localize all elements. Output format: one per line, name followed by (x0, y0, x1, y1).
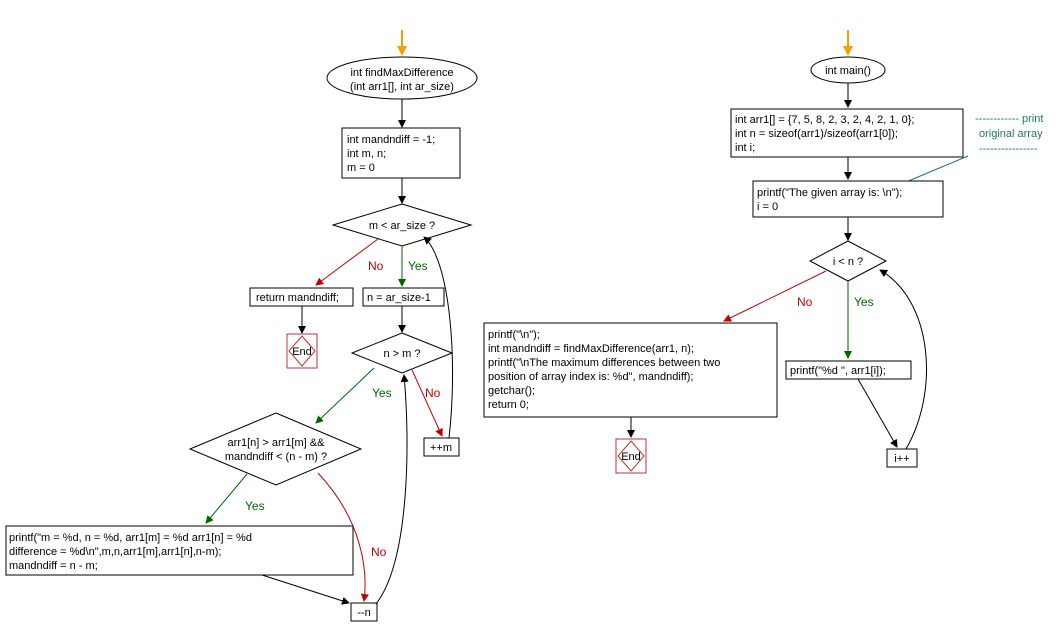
end-node-1: End (286, 333, 318, 369)
final-line1: printf("\n"); (488, 329, 540, 341)
dec-n-text: --n (357, 607, 370, 619)
final-line3: printf("\nThe maximum differences betwee… (488, 357, 720, 369)
left-init-line3: m = 0 (347, 162, 375, 174)
loop-back-i (879, 269, 928, 450)
yes-label-3: Yes (245, 499, 265, 513)
main-final-box: printf("\n"); int mandndiff = findMaxDif… (483, 322, 778, 418)
inc-m-box: ++m (423, 437, 460, 457)
left-init-line2: int m, n; (347, 148, 386, 160)
main-start-node: int main() (810, 56, 886, 84)
note-line2: original array (979, 128, 1043, 140)
main-init-line2: int n = sizeof(arr1)/sizeof(arr1[0]); (735, 128, 898, 140)
return-text: return mandndiff; (256, 292, 339, 304)
printf-line2: difference = %d\n",m,n,arr1[m],arr1[n],n… (9, 546, 221, 558)
print-intro-line1: printf("The given array is: \n"); (757, 187, 902, 199)
end-node-2: End (615, 438, 647, 474)
printf-line1: printf("m = %d, n = %d, arr1[m] = %d arr… (9, 532, 252, 544)
no-label-main: No (797, 295, 813, 309)
printf-line3: mandndiff = n - m; (9, 560, 98, 572)
main-start-text: int main() (825, 65, 871, 77)
note-line3: ---------------- (979, 143, 1038, 155)
func-start-node: int findMaxDifference (int arr1[], int a… (326, 56, 478, 100)
inc-i-box: i++ (886, 448, 918, 468)
connector (857, 378, 898, 448)
no-branch-3 (317, 472, 369, 602)
inc-i-text: i++ (894, 453, 909, 465)
cond-i-diamond: i < n ? (808, 240, 888, 282)
no-branch-2 (411, 369, 443, 437)
no-label-2: No (425, 386, 441, 400)
no-label-3: No (371, 545, 387, 559)
inc-m-text: ++m (430, 442, 452, 454)
n-assign-text: n = ar_size-1 (367, 292, 431, 304)
printf-to-dec (261, 574, 350, 605)
cond-diff-diamond: arr1[n] > arr1[m] && mandndiff < (n - m)… (188, 412, 363, 486)
print-elem-text: printf("%d ", arr1[i]); (790, 365, 886, 377)
end-text-2: End (621, 451, 641, 463)
return-box: return mandndiff; (249, 287, 354, 307)
yes-label-2: Yes (372, 386, 392, 400)
final-line6: return 0; (488, 399, 529, 411)
print-array-note: ------------ print original array ------… (905, 113, 1043, 183)
right-flowchart: int main() int arr1[] = {7, 5, 8, 2, 3, … (483, 30, 1043, 474)
print-intro-line2: i = 0 (757, 201, 778, 213)
final-line2: int mandndiff = findMaxDifference(arr1, … (488, 343, 694, 355)
yes-label-1: Yes (408, 259, 428, 273)
note-line1: ------------ print (975, 113, 1043, 125)
cond-i-text: i < n ? (833, 256, 863, 268)
cond-m-diamond: m < ar_size ? (331, 203, 473, 247)
no-branch-main (723, 270, 827, 322)
cond-diff-line2: mandndiff < (n - m) ? (225, 451, 327, 463)
loop-back-n (375, 374, 409, 605)
func-start-line1: int findMaxDifference (350, 67, 453, 79)
cond-n-text: n > m ? (384, 348, 421, 360)
cond-n-diamond: n > m ? (350, 332, 454, 374)
left-init-box: int mandndiff = -1; int m, n; m = 0 (341, 127, 461, 179)
main-init-line3: int i; (735, 142, 755, 154)
print-intro-box: printf("The given array is: \n"); i = 0 (752, 180, 944, 218)
yes-branch-3 (205, 473, 248, 524)
main-init-line1: int arr1[] = {7, 5, 8, 2, 3, 2, 4, 2, 1,… (735, 114, 914, 126)
note-leader (905, 155, 969, 183)
func-start-line2: (int arr1[], int ar_size) (350, 81, 454, 93)
left-flowchart: int findMaxDifference (int arr1[], int a… (5, 30, 478, 622)
yes-label-main: Yes (854, 295, 874, 309)
final-line4: position of array index is: %d", mandndi… (488, 371, 693, 383)
n-assign-box: n = ar_size-1 (362, 287, 445, 307)
main-init-box: int arr1[] = {7, 5, 8, 2, 3, 2, 4, 2, 1,… (730, 108, 964, 158)
final-line5: getchar(); (488, 385, 535, 397)
printf-box: printf("m = %d, n = %d, arr1[m] = %d arr… (5, 525, 354, 576)
loop-back-m (423, 236, 454, 439)
no-branch-1 (315, 238, 379, 286)
cond-diff-line1: arr1[n] > arr1[m] && (228, 437, 326, 449)
left-init-line1: int mandndiff = -1; (347, 134, 435, 146)
cond-m-text: m < ar_size ? (369, 220, 435, 232)
print-elem-box: printf("%d ", arr1[i]); (785, 360, 912, 380)
yes-branch-2 (315, 367, 375, 424)
end-text-1: End (292, 346, 312, 358)
dec-n-box: --n (350, 602, 378, 622)
no-label-1: No (368, 259, 384, 273)
